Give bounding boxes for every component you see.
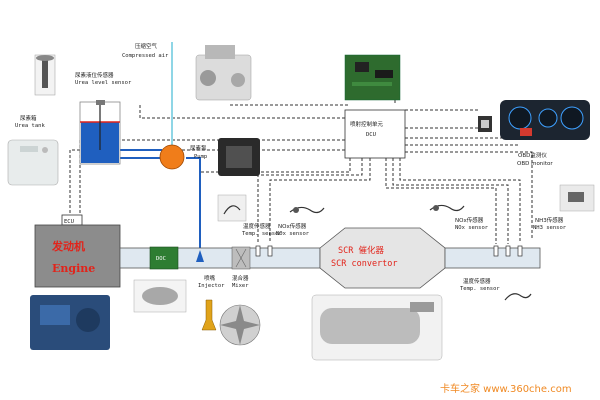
doc-block: DOC	[149, 246, 179, 270]
obd-monitor-photo	[500, 100, 590, 140]
nox2-label-cn: NOx传感器	[455, 216, 484, 224]
nox-sensor-photo-2	[429, 204, 465, 212]
pump-label-en: Pump	[194, 154, 207, 160]
pump-circle	[159, 144, 185, 170]
nh3-sensor-photo	[559, 184, 595, 212]
mixer-label-en: Mixer	[232, 283, 249, 289]
engine-label-en: Engine	[52, 262, 95, 275]
watermark-text: 卡车之家 www.360che.com	[440, 382, 572, 395]
urea-tank-label-en: Urea tank	[15, 123, 45, 129]
compressed-air-label-cn: 压缩空气	[135, 42, 158, 50]
temp-sensor-photo-2	[504, 293, 532, 301]
urea-level-label-en: Urea level sensor	[75, 80, 132, 86]
doc-label: DOC	[156, 256, 166, 262]
scr-muffler-photo	[311, 294, 443, 361]
nh3-label-cn: NH3传感器	[535, 216, 564, 224]
nh3-label-en: NH3 sensor	[533, 225, 567, 231]
urea-tank-photo	[7, 139, 59, 186]
scr-label-en: SCR convertor	[331, 259, 398, 269]
engine-block: ECU 发动机 Engine	[34, 214, 121, 288]
exhaust-pipe	[119, 227, 541, 289]
engine-photo	[30, 295, 110, 350]
injector-label-en: Injector	[198, 283, 225, 289]
injector-photo	[201, 299, 217, 331]
nox-sensor-photo-1	[289, 206, 325, 214]
mixer-block	[231, 246, 251, 270]
dcu-unit: 喷射控制单元 DCU	[344, 109, 406, 159]
nox1-label-cn: NOx传感器	[278, 222, 307, 230]
temp-sensor-photo	[217, 194, 247, 222]
doc-photo	[133, 279, 187, 313]
nox2-label-en: NOx sensor	[455, 225, 489, 231]
mixer-photo	[219, 304, 261, 346]
compressed-air-label-en: Compressed air	[122, 53, 169, 59]
urea-tank-diagram	[79, 100, 121, 165]
sensor-probes	[255, 245, 523, 257]
obd-label-cn: OBD监测仪	[518, 151, 547, 159]
pump-label-cn: 尿素泵	[190, 144, 207, 152]
pump-photo	[218, 138, 260, 176]
scr-label-cn: SCR 催化器	[338, 245, 384, 256]
dcu-label-cn: 喷射控制单元	[350, 120, 384, 128]
obd-connector	[478, 116, 492, 132]
mixer-label-cn: 混合器	[232, 274, 249, 282]
temp1-label-en: Temp. sensor	[242, 231, 282, 237]
temp2-label-cn: 温度传感器	[463, 277, 491, 285]
urea-pipes	[120, 149, 201, 250]
ecu-label: ECU	[64, 219, 74, 225]
obd-label-en: OBD monitor	[517, 161, 553, 167]
air-compressor-photo	[195, 45, 252, 101]
temp2-label-en: Temp. sensor	[460, 286, 500, 292]
injector-nozzle	[196, 250, 204, 262]
injector-label-cn: 喷嘴	[204, 274, 216, 282]
urea-level-sensor-photo	[34, 54, 56, 96]
nox1-label-en: NOx sensor	[276, 231, 310, 237]
urea-tank-label-cn: 尿素箱	[20, 114, 37, 122]
dcu-label-en: DCU	[366, 132, 376, 138]
urea-level-label-cn: 尿素液位传感器	[75, 71, 114, 79]
dcu-board-photo	[344, 54, 401, 101]
engine-label-cn: 发动机	[51, 239, 85, 253]
temp1-label-cn: 温度传感器	[243, 222, 271, 230]
